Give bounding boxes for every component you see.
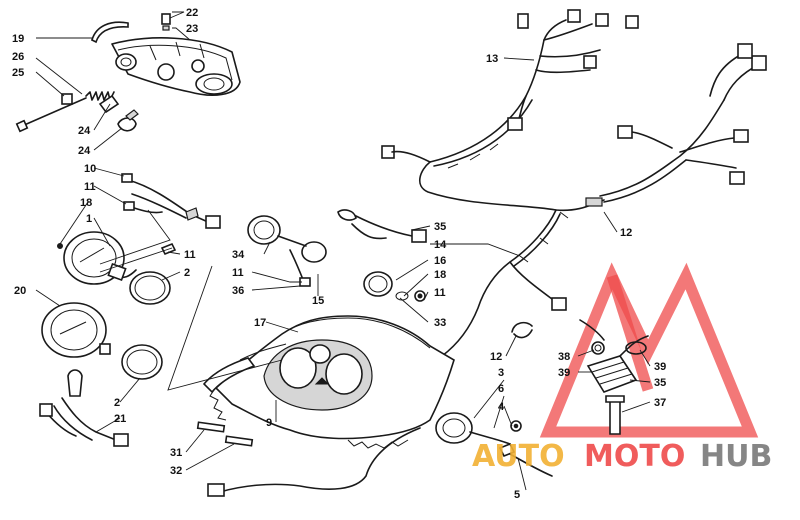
callout-11-center: 11 <box>232 267 244 279</box>
callout-37: 38 <box>558 351 570 363</box>
watermark-logo <box>539 262 759 438</box>
callout-16: 16 <box>434 255 446 267</box>
watermark-word-hub: HUB <box>700 439 772 474</box>
watermark-triangle-icon <box>539 262 759 438</box>
callout-10: 11 <box>434 287 446 299</box>
callout-27: 25 <box>12 67 24 79</box>
callout-24: 23 <box>186 23 198 35</box>
tachometer-gauge <box>41 302 111 358</box>
leader-lines <box>35 11 651 491</box>
callout-4: 4 <box>498 401 505 413</box>
callout-38: 39 <box>558 367 570 379</box>
callout-32: 34 <box>232 249 245 261</box>
callout-5: 5 <box>514 489 520 501</box>
regulator-assembly <box>511 319 649 435</box>
callout-21: 20 <box>14 285 26 297</box>
watermark-inner-line <box>606 274 654 392</box>
callout-9: 11 <box>84 181 96 193</box>
callout-31: 33 <box>434 317 446 329</box>
callout-1: 1 <box>86 213 92 225</box>
callout-28: 26 <box>12 51 24 63</box>
callout-39: 39 <box>654 361 666 373</box>
callout-2-lower: 2 <box>114 397 120 409</box>
dash-panel <box>196 315 455 449</box>
callout-6: 6 <box>498 383 504 395</box>
temp-gauge <box>363 271 426 302</box>
ignition-switch <box>207 412 553 497</box>
callout-25: 24 <box>78 145 91 157</box>
callout-labels: 19 26 25 22 23 24 24 13 10 11 18 1 11 2 … <box>12 7 666 501</box>
speedometer-gauge <box>63 231 137 285</box>
callout-29: 31 <box>170 447 182 459</box>
gauge-bulb-harness <box>337 209 427 243</box>
callout-19: 18 <box>80 197 92 209</box>
callout-11-left: 11 <box>184 249 196 261</box>
callout-7: 9 <box>266 417 272 429</box>
callout-36: 37 <box>654 397 666 409</box>
indicator-lamp-harness <box>39 369 129 447</box>
callout-8: 10 <box>84 163 96 175</box>
headlight-assembly <box>15 13 241 133</box>
callout-12-right: 12 <box>620 227 632 239</box>
callout-18: 18 <box>434 269 446 281</box>
callout-3: 3 <box>498 367 504 379</box>
fuel-gauge <box>247 215 327 287</box>
callout-34: 35 <box>654 377 666 389</box>
callout-20: 19 <box>12 33 24 45</box>
main-wire-harness <box>381 9 767 357</box>
bezel-ring-lower <box>121 344 163 380</box>
callout-35: 36 <box>232 285 244 297</box>
bezel-ring-upper <box>129 271 171 305</box>
callout-15: 15 <box>312 295 324 307</box>
gauge-wire-harness <box>57 173 221 273</box>
callout-22: 21 <box>114 413 126 425</box>
watermark-word-moto: MOTO <box>584 439 685 474</box>
callout-12-center: 12 <box>490 351 502 363</box>
watermark-text: AUTO MOTO HUB <box>472 439 772 474</box>
callout-30: 32 <box>170 465 182 477</box>
callout-14: 14 <box>434 239 447 251</box>
callout-23: 22 <box>186 7 198 19</box>
callout-2-upper: 2 <box>184 267 190 279</box>
watermark-word-auto: AUTO <box>472 439 565 474</box>
callout-33: 35 <box>434 221 446 233</box>
callout-17: 17 <box>254 317 266 329</box>
callout-26: 24 <box>78 125 91 137</box>
callout-13: 13 <box>486 53 498 65</box>
